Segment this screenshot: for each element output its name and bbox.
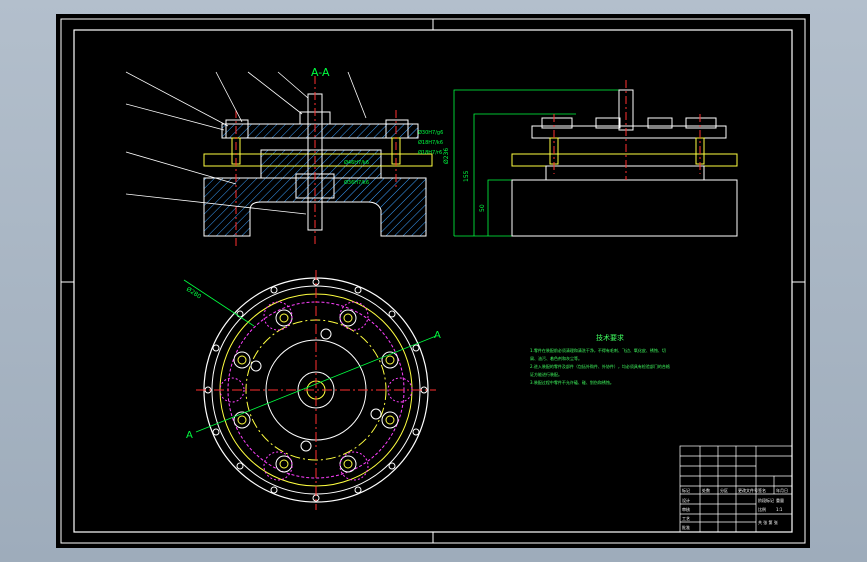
dim-label: Ø30H7/g6 [418,129,443,136]
cad-viewport[interactable]: A-A Ø30H7/g6 Ø18H7/k6 Ø46H7 [56,14,810,548]
tb-column: 比例 [758,506,766,512]
tb-column: 阶段标记 [758,497,774,503]
rim-holes [204,278,428,502]
tb-role: 批准 [682,524,690,530]
base-block [203,177,427,237]
tb-heading: 分区 [720,487,728,493]
middle-plate [260,149,382,179]
clamp-plate [221,123,419,139]
dim-label: Ø36H7/k6 [344,179,369,186]
title-block-text: 标记 处数 分区 更改文件号 签名 年月日 设计 审核 工艺 批准 阶段标记 重… [682,487,788,530]
dim-value: Ø236 [443,148,450,164]
tech-line: 证方能进行装配。 [530,371,562,377]
side-clamp-block [685,117,717,129]
inner-frame [73,29,793,533]
tech-line: 屑、油污、着色剂和灰尘等。 [530,355,582,361]
tb-role: 工艺 [682,516,690,521]
side-view[interactable]: Ø236 155 50 [443,80,738,237]
section-view[interactable]: A-A Ø30H7/g6 Ø18H7/k6 Ø46H7 [125,66,443,246]
side-base [511,179,738,237]
leader-line [125,151,237,185]
tech-requirements: 技术要求 1.零件在装配前必须清理和清洗干净，不得有毛刺、飞边、氧化皮、锈蚀、切… [530,333,670,385]
leader-line [125,71,229,127]
tb-scale: 1:1 [776,507,783,512]
dim-frame [473,113,576,236]
tech-line: 1.零件在装配前必须清理和清洗干净，不得有毛刺、飞边、氧化皮、锈蚀、切 [530,347,666,353]
leader-line [125,103,225,131]
dim-frame [453,89,622,236]
tech-title: 技术要求 [596,333,624,342]
cad-drawing: A-A Ø30H7/g6 Ø18H7/k6 Ø46H7 [60,18,806,544]
tb-heading: 标记 [682,487,690,493]
leader-line [215,71,243,123]
tb-sheet: 共 张 第 张 [758,519,778,525]
section-mark: A [186,430,193,441]
dim-value: 50 [479,204,486,212]
section-cut-line [195,335,437,433]
title-block [679,445,793,533]
side-clamp-block [541,117,573,129]
clamp-positions [233,309,399,473]
fit-labels: Ø30H7/g6 Ø18H7/k6 Ø46H7/k6 Ø36H7/k6 Ø18H… [344,129,443,186]
side-clamp-block [647,117,673,129]
dim-value: 155 [463,170,470,182]
outer-rim-inner [211,285,421,495]
dim-label: Ø18H7/k6 [418,139,443,146]
tb-heading: 更改文件号 [738,487,758,493]
tb-heading: 签名 [758,487,766,493]
tb-role: 设计 [682,497,690,503]
tb-heading: 处数 [702,487,710,493]
tech-line: 2.进入装配的零件及部件（包括外购件、外协件），均必须具有检验部门的合格 [530,363,670,369]
tb-heading: 年月日 [776,487,788,493]
diameter-dim: Ø280 [185,286,203,301]
leader-line [125,193,307,215]
tb-column: 重量 [776,497,784,503]
tb-role: 审核 [682,506,690,512]
leader-line [277,71,309,99]
section-mark: A [434,330,441,341]
outer-frame [60,18,806,544]
hub-circle [297,371,335,409]
section-title: A-A [311,66,330,79]
plan-view[interactable]: A A Ø280 [183,270,441,510]
leader-line [247,71,303,115]
leader-line [347,71,367,119]
tech-line: 3.装配过程中零件不允许磕、碰、划伤和锈蚀。 [530,379,614,385]
dim-label: Ø46H7/k6 [344,159,369,166]
side-clamp-block [595,117,621,129]
dim-label: Ø18H7/r6 [418,149,442,156]
dim-frame [487,179,512,236]
mount-plate [203,153,433,167]
side-plate [545,165,705,181]
side-clamp [531,125,727,139]
diameter-leader [183,279,255,327]
